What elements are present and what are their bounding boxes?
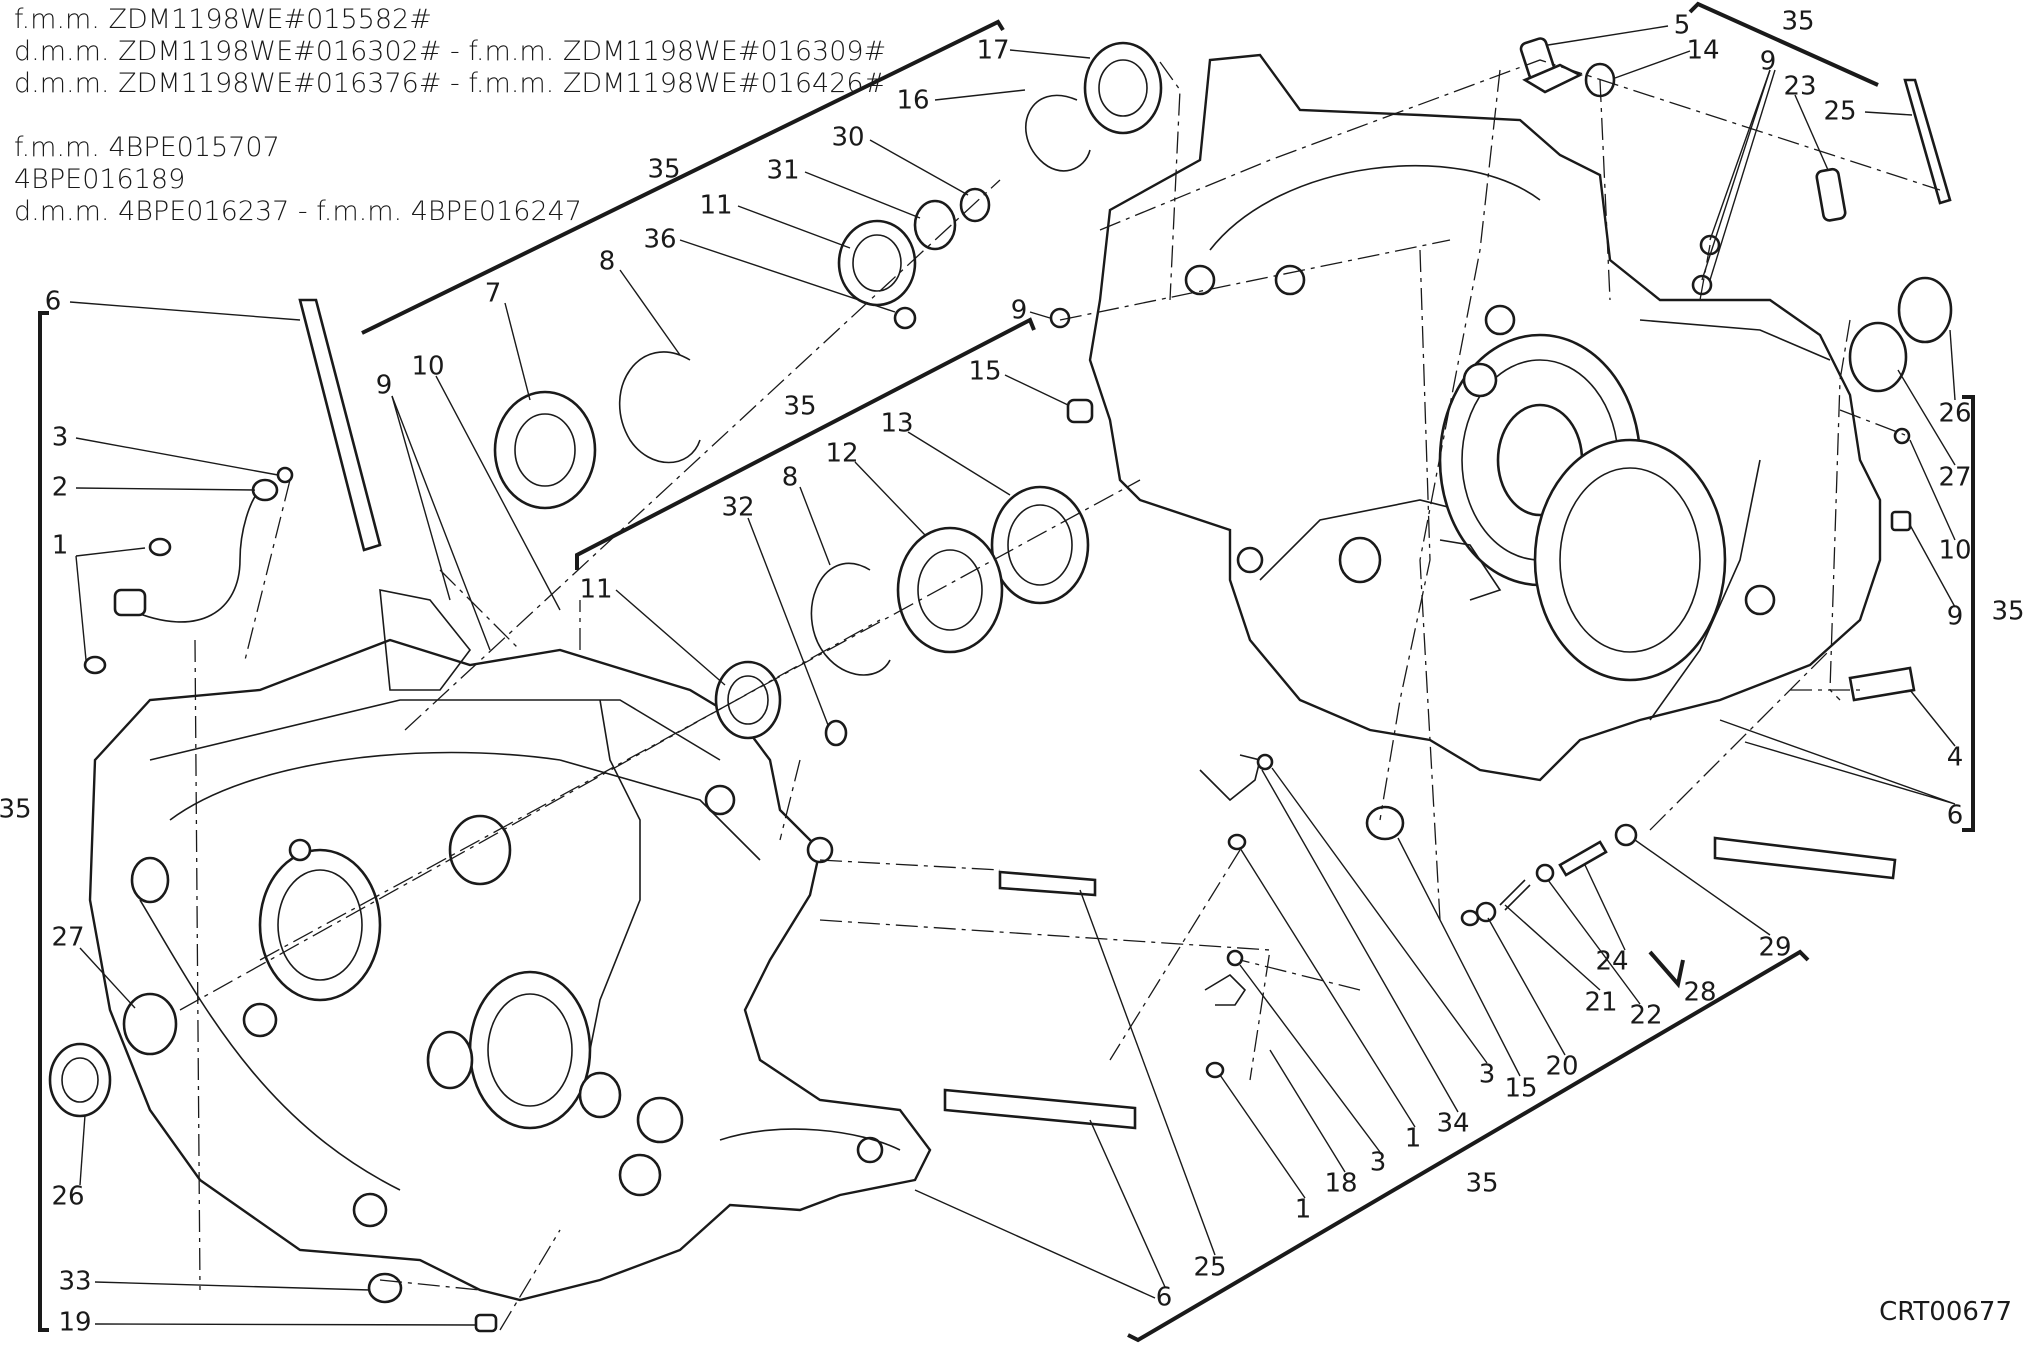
callout-17: 17 [976,36,1009,66]
header-line-2: d.m.m. ZDM1198WE#016302# - f.m.m. ZDM119… [14,36,887,67]
group-brackets [38,1,1975,1343]
callout-25: 25 [1193,1253,1226,1283]
callout-16: 16 [896,86,929,116]
header-line-3: d.m.m. ZDM1198WE#016376# - f.m.m. ZDM119… [14,68,887,99]
callout-35: 35 [1781,7,1814,37]
callout-15: 15 [968,357,1001,387]
callout-9: 9 [1947,602,1964,632]
callout-30: 30 [831,123,864,153]
leader-lines [69,25,1956,1326]
callout-9: 9 [1011,296,1028,326]
callout-35: 35 [1465,1169,1498,1199]
callout-12: 12 [825,439,858,469]
callout-1: 1 [1405,1124,1422,1154]
callout-1: 1 [1295,1195,1312,1225]
callout-32: 32 [721,493,754,523]
callout-14: 14 [1686,36,1719,66]
callout-21: 21 [1584,988,1617,1018]
callout-33: 33 [58,1267,91,1297]
diagram-code: CRT00677 [1879,1297,2012,1327]
callout-13: 13 [880,409,913,439]
callout-10: 10 [411,352,444,382]
callout-9: 9 [1760,47,1777,77]
callout-35: 35 [783,392,816,422]
callout-35: 35 [0,795,32,825]
callout-6: 6 [45,287,62,317]
callout-29: 29 [1758,933,1791,963]
assembly-axis-lines [179,59,1941,1331]
serial-range-notes: f.m.m. ZDM1198WE#015582# d.m.m. ZDM1198W… [14,4,886,228]
header-line-4: f.m.m. 4BPE015707 [14,132,280,163]
callout-26: 26 [51,1182,84,1212]
callout-25: 25 [1823,97,1856,127]
callout-23: 23 [1783,72,1816,102]
callout-5: 5 [1674,11,1691,41]
callout-15: 15 [1504,1074,1537,1104]
callout-35: 35 [1991,597,2024,627]
callout-6: 6 [1947,801,1964,831]
callout-4: 4 [1947,743,1964,773]
callout-3: 3 [1370,1148,1387,1178]
callout-20: 20 [1545,1052,1578,1082]
callout-18: 18 [1324,1169,1357,1199]
callout-3: 3 [52,423,69,453]
callout-35: 35 [647,155,680,185]
callout-6: 6 [1156,1283,1173,1313]
left-crankcase-half [88,589,932,1302]
callout-8: 8 [782,463,799,493]
callout-8: 8 [599,247,616,277]
callout-24: 24 [1595,947,1628,977]
callout-27: 27 [51,923,84,953]
callout-26: 26 [1938,399,1971,429]
loose-parts [48,37,1953,1333]
callout-11: 11 [579,575,612,605]
callout-labels: 1716303111368357910351312832119156321352… [0,7,2025,1338]
callout-34: 34 [1436,1109,1469,1139]
header-line-5: 4BPE016189 [14,164,186,195]
header-line-6: d.m.m. 4BPE016237 - f.m.m. 4BPE016247 [14,196,582,227]
callout-1: 1 [52,531,69,561]
callout-19: 19 [58,1308,91,1338]
callout-3: 3 [1479,1060,1496,1090]
header-line-1: f.m.m. ZDM1198WE#015582# [14,4,432,35]
callout-9: 9 [376,371,393,401]
callout-27: 27 [1938,463,1971,493]
callout-2: 2 [52,473,69,503]
callout-7: 7 [485,279,502,309]
callout-10: 10 [1938,536,1971,566]
right-crankcase-half [1088,53,1882,782]
callout-36: 36 [643,225,676,255]
callout-31: 31 [766,156,799,186]
callout-11: 11 [699,191,732,221]
callout-22: 22 [1629,1001,1662,1031]
callout-28: 28 [1683,978,1716,1008]
